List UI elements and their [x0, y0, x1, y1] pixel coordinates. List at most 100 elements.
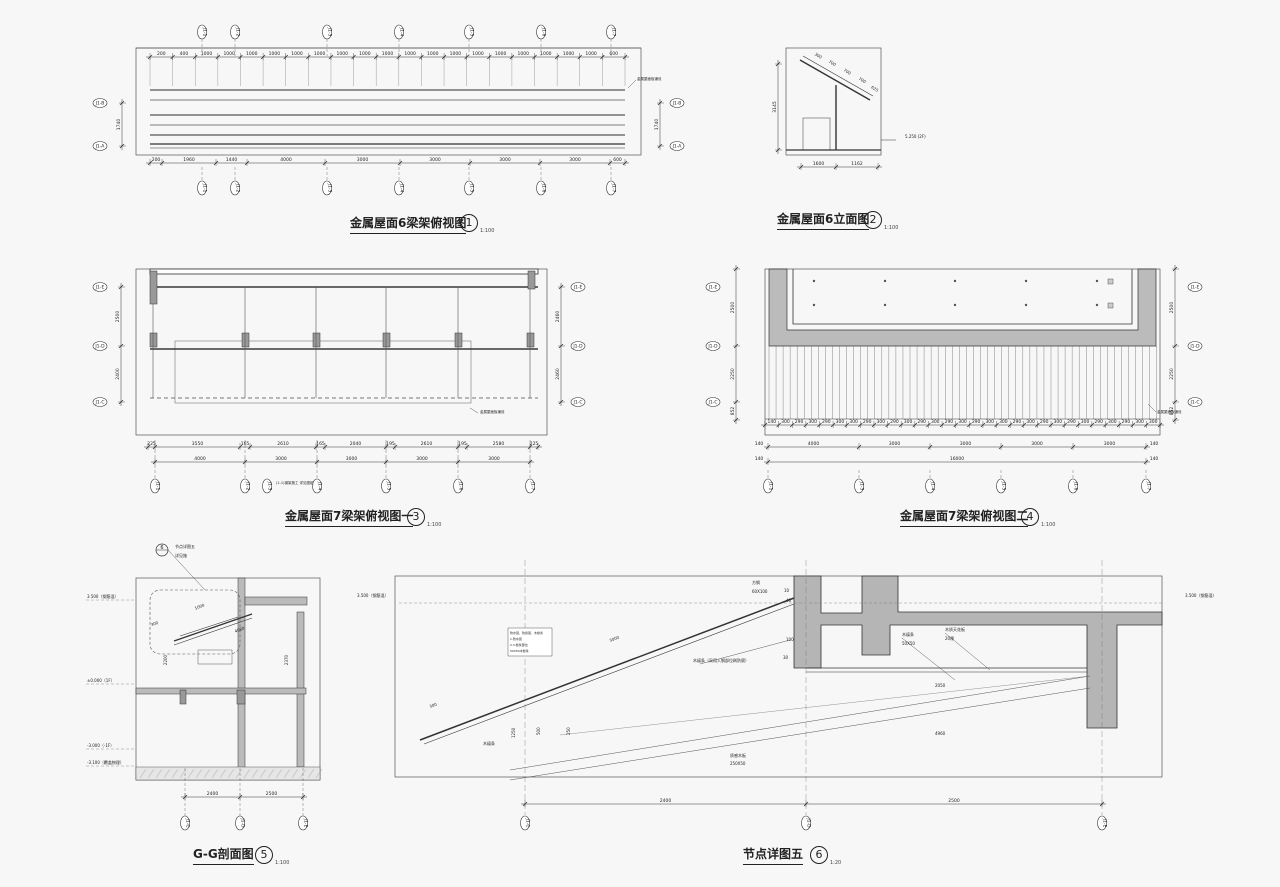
dim-text: 300: [876, 419, 885, 425]
hatch: [267, 768, 275, 779]
dim-text: 1000: [427, 51, 439, 57]
dim-text: 300: [1081, 419, 1090, 425]
d5-ground: [135, 766, 321, 781]
hatch: [187, 768, 195, 779]
dim-text: 1440: [226, 157, 238, 163]
hatch: [163, 768, 171, 779]
line: [802, 55, 874, 97]
dim-text: 1000: [314, 51, 326, 57]
dim-text: 290: [1040, 419, 1049, 425]
d6-label: 2050: [935, 683, 946, 688]
dim-text: 200: [157, 51, 166, 57]
dim-text: 3000: [429, 157, 441, 163]
axis-label: J1-1: [768, 481, 774, 491]
d5-level: -3.100（覆盖物理）: [87, 759, 124, 765]
axis-label: J1-A: [95, 144, 106, 150]
hatch: [283, 768, 291, 779]
hatch: [227, 768, 235, 779]
d4-bolt: [883, 279, 887, 283]
dim-text: 1162: [851, 161, 863, 167]
hatch: [307, 768, 315, 779]
axis-label: J1-D: [1189, 344, 1200, 350]
d3-column: [454, 332, 463, 348]
dim-text: 300: [999, 419, 1008, 425]
dim-text: 400: [180, 51, 189, 57]
d3-column: [149, 332, 158, 348]
dim-text: 290: [863, 419, 872, 425]
axis-label: J1-3: [859, 481, 865, 491]
d5-roof: [173, 613, 253, 642]
axis-label: J1-6: [541, 183, 547, 193]
number-circle-3: 3: [407, 508, 425, 526]
d1-note: 金属屋面板铺设: [637, 76, 662, 81]
d1-axis-bottom: [322, 180, 332, 196]
axis-label: J1-C: [573, 400, 583, 406]
line: [167, 549, 206, 591]
dim-text: 4000: [280, 157, 292, 163]
dim-text: 300: [958, 419, 967, 425]
d2-dim-text: 625: [870, 84, 880, 93]
d6-frame: [394, 575, 1163, 778]
d4-axis-bottom: [996, 478, 1006, 494]
dim-text: 600: [613, 157, 622, 163]
dim-text: 290: [972, 419, 981, 425]
d3-axis-bottom: [525, 478, 535, 494]
axis-label: J1-4: [399, 27, 405, 37]
dim-text: 1000: [291, 51, 303, 57]
d3-column: [526, 332, 535, 348]
d5-detail-cloud: [149, 589, 241, 655]
d6-label: 60X100: [752, 589, 768, 594]
dim-text: 290: [890, 419, 899, 425]
d4-side-dim: 140: [1150, 456, 1159, 462]
d5-dim: 300: [150, 620, 159, 627]
d1-axis-left: [92, 141, 108, 151]
axis-label: J1-3: [327, 183, 333, 193]
d6-label: 100: [786, 637, 794, 642]
d5-dim: 2200: [163, 654, 168, 665]
axis-label: J1-C: [95, 400, 105, 406]
number-circle-6: 6: [810, 846, 828, 864]
axis-label: J1-4: [399, 183, 405, 193]
dim-text: 1000: [337, 51, 349, 57]
title-drawing-4: 金属屋面7梁架俯视图二: [900, 507, 1029, 527]
axis-label: J1-C: [1190, 400, 1200, 406]
line: [469, 407, 479, 414]
hatch: [171, 768, 179, 779]
axis-label: J1-D: [572, 344, 583, 350]
d2-box: [802, 117, 831, 151]
title-drawing-2: 金属屋面6立面图: [777, 210, 870, 230]
d4-axis-right: [1187, 282, 1203, 292]
axis-label: J1-E: [303, 818, 309, 828]
dim-text: 300: [1108, 419, 1117, 425]
d2-roof: [799, 59, 871, 101]
d5-floor: [135, 687, 307, 695]
d4-axis-left: [705, 282, 721, 292]
d3-note: 金属屋面板铺设: [480, 409, 505, 414]
d5-beam: [236, 689, 246, 705]
d4-axis-right: [1187, 341, 1203, 351]
dim-text: 3550: [192, 441, 204, 447]
axis-label: J1-7: [530, 481, 536, 491]
d4-mark: [1107, 302, 1114, 309]
d6-label: 3000: [609, 634, 621, 642]
dim-text: 2610: [421, 441, 433, 447]
d4-axis-bottom: [1141, 478, 1151, 494]
d2-level: 5.250 (2F): [905, 134, 926, 139]
dim-text: 300: [849, 419, 858, 425]
dim-text: 300: [931, 419, 940, 425]
d3-top-beam: [149, 268, 539, 275]
line: [699, 639, 791, 665]
d4-bolt: [1095, 303, 1099, 307]
scale-6: 1:20: [830, 860, 842, 866]
title-drawing-3: 金属屋面7梁架俯视图一: [285, 507, 414, 527]
axis-label: J1-3: [267, 481, 273, 491]
d3-axis-right: [570, 282, 586, 292]
dim-text: 2500: [266, 791, 278, 797]
d4-axis-bottom: [925, 478, 935, 494]
d4-bolt: [953, 303, 957, 307]
hatch: [219, 768, 227, 779]
hatch: [147, 768, 155, 779]
d1-frame: [135, 47, 642, 156]
hatch: [275, 768, 283, 779]
